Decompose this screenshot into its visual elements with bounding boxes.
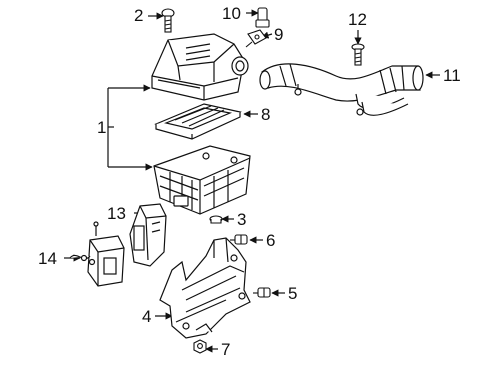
callout-5: 5 — [288, 284, 298, 303]
callout-13: 13 — [107, 204, 126, 223]
leader-lines — [64, 9, 440, 353]
callout-11: 11 — [443, 66, 461, 85]
duct-part-13 — [129, 203, 167, 267]
bracket-part-4 — [159, 237, 251, 339]
callout-7: 7 — [221, 340, 231, 359]
bracket-part-1 — [107, 84, 153, 171]
filter-element-part-8 — [154, 103, 242, 140]
screw-part-2 — [161, 8, 175, 33]
callout-8: 8 — [261, 105, 271, 124]
callout-4: 4 — [142, 307, 152, 326]
clip-part-9 — [245, 29, 267, 48]
bolt-part-5 — [253, 287, 271, 298]
air-box-lower — [153, 145, 251, 215]
callout-6: 6 — [266, 231, 276, 250]
air-cleaner-cover — [151, 33, 249, 101]
callout-1: 1 — [97, 118, 107, 137]
bolt-part-12 — [351, 43, 365, 66]
grommet-part-3 — [209, 215, 223, 224]
callout-3: 3 — [237, 210, 247, 229]
intake-duct-part-11 — [259, 63, 424, 116]
nut-part-7 — [193, 339, 207, 354]
sensor-part-10 — [255, 7, 270, 28]
bolt-part-6 — [230, 234, 248, 245]
callout-12: 12 — [348, 10, 367, 29]
callout-2: 2 — [134, 6, 144, 25]
callout-14: 14 — [38, 249, 57, 268]
harness-part-14 — [69, 221, 125, 287]
callout-10: 10 — [222, 4, 241, 23]
callout-9: 9 — [274, 25, 284, 44]
